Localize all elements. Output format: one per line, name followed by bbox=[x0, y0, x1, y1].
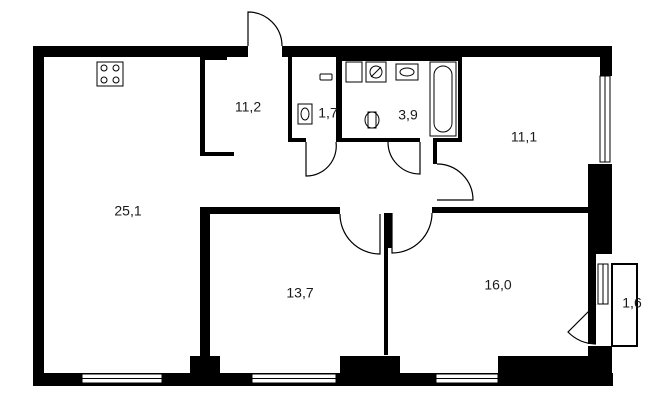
toilet-icon bbox=[319, 73, 380, 129]
bathroom-area-label: 3,9 bbox=[398, 107, 418, 123]
toilet-area-label: 1,7 bbox=[318, 105, 338, 121]
interior-walls bbox=[190, 57, 588, 374]
bedroom-middle-door-swing bbox=[339, 213, 381, 255]
washing-machine-icon bbox=[345, 61, 387, 83]
bathtub-icon bbox=[429, 61, 457, 137]
bedroom-right-door-swing bbox=[436, 163, 474, 201]
balcony-area-label: 1,6 bbox=[622, 295, 642, 311]
stove-icon bbox=[96, 61, 124, 87]
bedroom-right-top-area-label: 11,1 bbox=[511, 129, 537, 145]
bathroom-door-swing bbox=[387, 141, 421, 175]
entrance-door-swing bbox=[247, 11, 283, 47]
balcony-door-swing bbox=[567, 303, 597, 345]
bedroom-right-bottom-area-label: 16,0 bbox=[484, 277, 511, 293]
bedroom-middle-area-label: 13,7 bbox=[286, 285, 313, 301]
storage-area-label: 11,2 bbox=[235, 99, 261, 115]
doors bbox=[247, 11, 597, 345]
bedroom-right-bottom-door-swing bbox=[391, 212, 433, 254]
toilet-door-swing bbox=[305, 141, 337, 177]
kitchen-living-area-label: 25,1 bbox=[114, 203, 141, 219]
sink-icon bbox=[297, 63, 419, 125]
windows bbox=[81, 75, 611, 384]
balcony bbox=[611, 263, 638, 347]
